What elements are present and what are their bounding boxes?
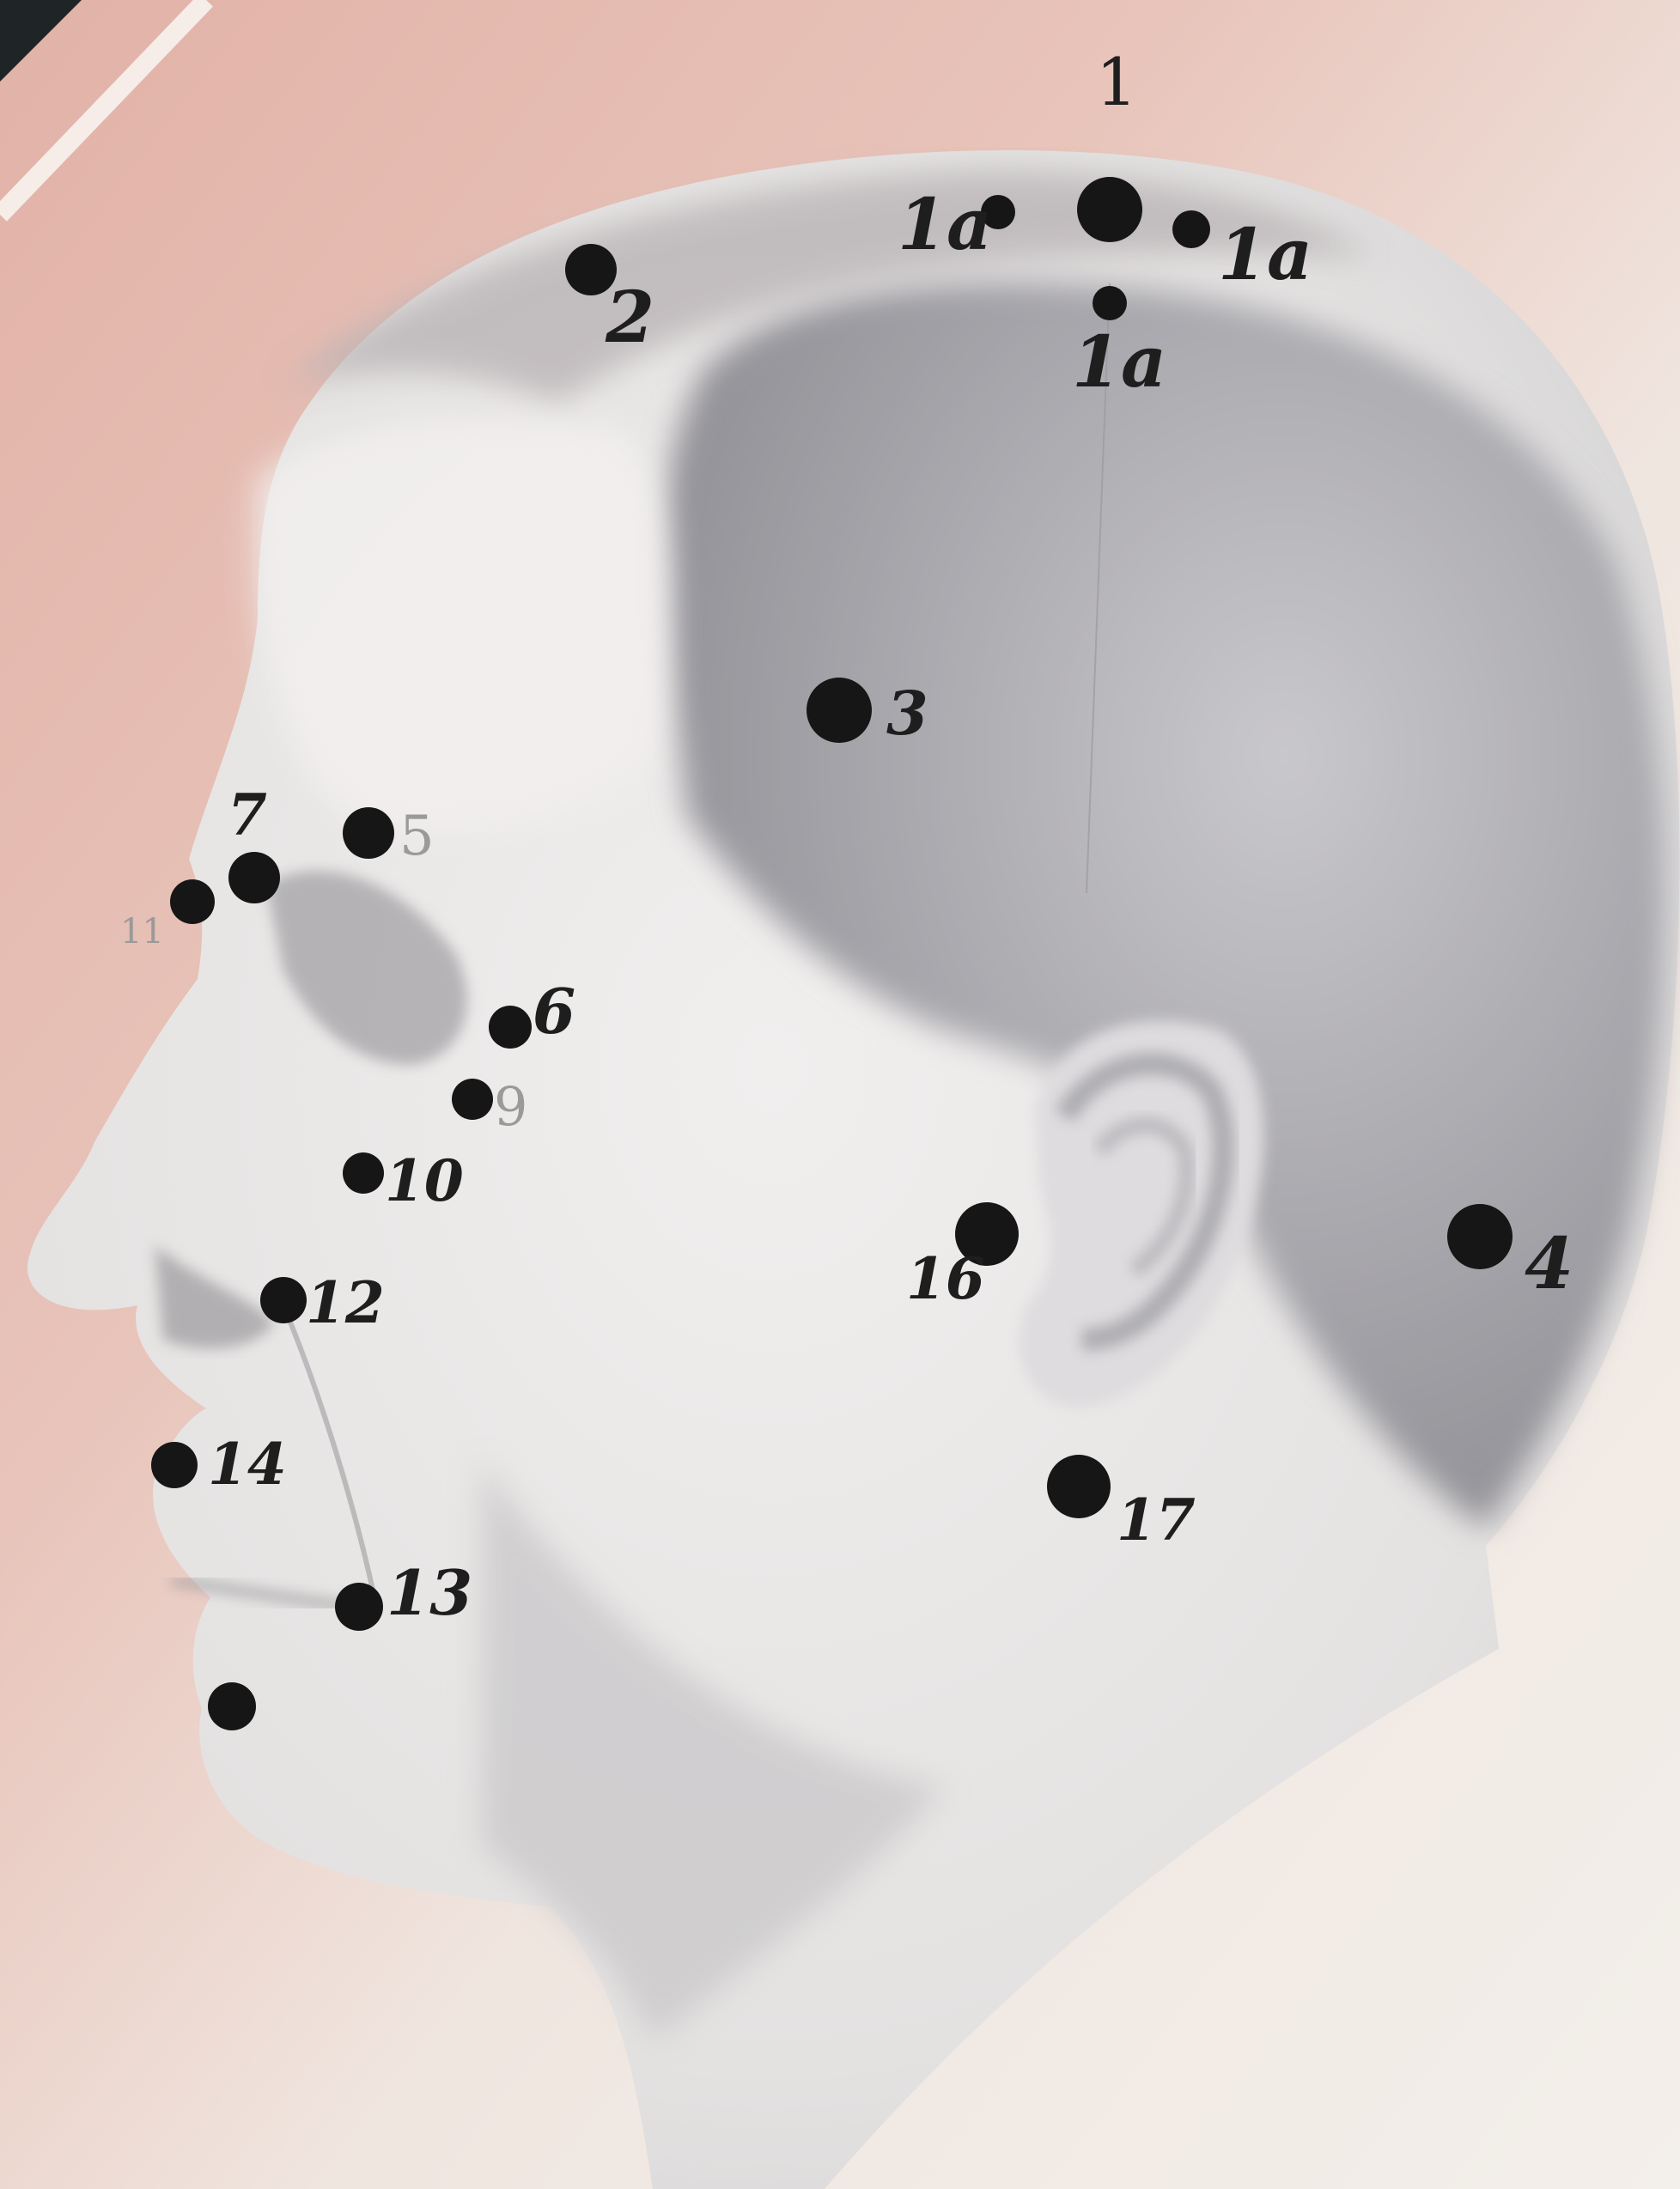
acupoint-dot <box>1447 1204 1513 1269</box>
point-label: 4 <box>1525 1223 1573 1305</box>
acupoint-dot <box>1093 286 1127 320</box>
acupoint-dot <box>489 1006 532 1049</box>
point-label: 3 <box>886 678 928 749</box>
acupoint-dot <box>343 807 394 859</box>
point-15 <box>208 1682 256 1730</box>
acupoint-dot <box>452 1079 493 1120</box>
point-label: 6 <box>533 975 575 1048</box>
point-label: 14 <box>208 1431 287 1498</box>
point-label: 13 <box>387 1556 472 1629</box>
acupoint-dot <box>170 879 215 924</box>
acupoint-dot <box>228 852 280 903</box>
acupoint-dot <box>807 678 872 743</box>
top-point-label: 1 <box>1096 44 1137 120</box>
point-label: 16 <box>906 1245 985 1312</box>
acupoint-dot <box>1047 1455 1111 1518</box>
point-label: 10 <box>385 1147 464 1214</box>
acupoint-dot <box>1172 210 1210 248</box>
acupoint-dot <box>208 1682 256 1730</box>
point-label: 5 <box>399 805 435 868</box>
acupoint-dot <box>335 1583 383 1631</box>
point-label: 12 <box>306 1269 385 1336</box>
forehead-light <box>257 419 670 830</box>
acupoint-dot <box>260 1277 307 1323</box>
point-label: 2 <box>605 277 654 359</box>
point-label: 9 <box>494 1075 527 1138</box>
acupoint-dot <box>1077 177 1142 242</box>
point-label: 17 <box>1117 1487 1196 1554</box>
point-label: 7 <box>228 781 267 848</box>
point-label: 1a <box>1218 214 1312 296</box>
point-label: 1a <box>898 184 992 266</box>
acupoint-dot <box>343 1152 384 1194</box>
point-label: 11 <box>120 912 164 952</box>
acupoint-dot <box>151 1442 198 1488</box>
point-label: 1a <box>1072 321 1166 404</box>
point-p1 <box>1077 177 1142 242</box>
